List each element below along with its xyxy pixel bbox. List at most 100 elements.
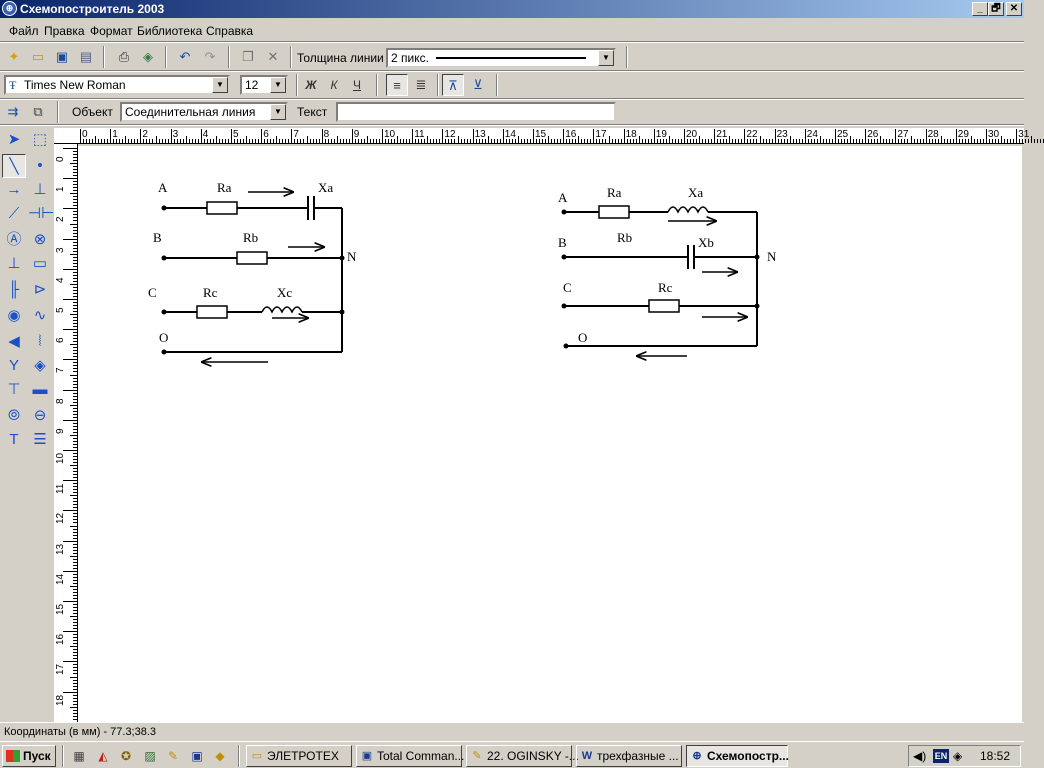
volume-icon[interactable]: ◀): [913, 749, 927, 763]
rectifier-tool-icon[interactable]: ◈: [34, 357, 46, 374]
node-tool-icon[interactable]: •: [37, 157, 43, 174]
task-oginsky[interactable]: ✎ 22. OGINSKY -...: [466, 745, 579, 767]
drawing-canvas[interactable]: A Ra Xa B Rb N C Rc Xc O A Ra Xa B Rb Xb…: [78, 146, 1022, 722]
battery-tool-icon[interactable]: ╟: [8, 281, 20, 298]
close-button[interactable]: ✕: [1006, 2, 1022, 16]
generator-tool-icon[interactable]: ⦾: [7, 407, 20, 424]
chevron-down-icon[interactable]: ▼: [598, 50, 614, 66]
redo-icon[interactable]: ↷: [204, 49, 216, 64]
save-icon[interactable]: ▣: [55, 49, 69, 64]
diode-tool-icon[interactable]: ⊳: [33, 281, 47, 298]
task-schemebuilder[interactable]: ⊕ Схемопостр...: [686, 745, 789, 767]
ruler-tick: [363, 139, 365, 143]
chevron-down-icon[interactable]: ▼: [270, 104, 286, 120]
select-rectangle-tool-icon[interactable]: ⬚: [32, 131, 48, 148]
align-left-icon[interactable]: ≡: [386, 74, 408, 96]
task-word-document[interactable]: W трехфазные ...: [576, 745, 682, 767]
ruler-tick: [73, 622, 77, 624]
ruler-tick: [73, 317, 77, 319]
italic-button[interactable]: К: [330, 78, 338, 92]
menu-library[interactable]: Библиотека: [137, 24, 203, 38]
font-name-select[interactable]: Ŧ Times New Roman ▼: [4, 75, 230, 95]
print-icon[interactable]: ⎙: [118, 49, 130, 64]
line-width-select[interactable]: 2 пикс. ▼: [386, 48, 616, 68]
object-properties-icon[interactable]: ⇉: [7, 104, 19, 119]
table-tool-icon[interactable]: ☰: [33, 431, 47, 448]
show-desktop-icon[interactable]: ▦: [73, 749, 85, 763]
app-icon[interactable]: ⊕: [2, 1, 17, 16]
pointer-tool-icon[interactable]: ➤: [7, 131, 21, 148]
block-tool-icon[interactable]: ▬: [32, 381, 48, 398]
floppy-icon[interactable]: ▣: [191, 749, 203, 763]
ruler-tick: [684, 129, 685, 143]
chevron-down-icon[interactable]: ▼: [270, 77, 286, 93]
language-indicator[interactable]: EN: [933, 749, 949, 763]
window-title: Схемопостроитель 2003: [20, 2, 165, 16]
task-total-commander[interactable]: ▣ Total Comman...: [356, 745, 464, 767]
object-group-icon[interactable]: ⧉: [33, 104, 43, 119]
text-input[interactable]: [336, 102, 616, 122]
switch-tool-icon[interactable]: ⟋: [8, 205, 20, 222]
pdf-icon[interactable]: ◭: [98, 749, 108, 763]
ruler-tick: [70, 344, 77, 346]
menu-edit[interactable]: Правка: [44, 24, 85, 38]
ruler-tick: [63, 601, 77, 602]
maximize-button[interactable]: 🗗: [988, 2, 1004, 16]
ruler-tick: [140, 129, 142, 143]
ruler-tick: [418, 139, 420, 143]
ruler-tick: [351, 129, 353, 143]
arrow-tool-icon[interactable]: →: [6, 181, 22, 198]
underline-button[interactable]: Ч: [353, 78, 361, 92]
font-size-select[interactable]: 12 ▼: [240, 75, 288, 95]
capacitor-tool-icon[interactable]: ⊣⊢: [28, 205, 55, 222]
ruler-tick: [732, 139, 734, 143]
fuse-tool-icon[interactable]: ⊥: [7, 255, 21, 272]
align-right-icon[interactable]: ≣: [415, 77, 427, 92]
ruler-tick: [937, 139, 939, 143]
minimize-button[interactable]: _: [972, 2, 988, 16]
meter-tool-icon[interactable]: ⊖: [33, 407, 47, 424]
start-button[interactable]: Пуск: [2, 745, 56, 767]
text-position-top-icon[interactable]: ⊼: [442, 74, 464, 96]
start-label: Пуск: [23, 749, 51, 763]
save-as-icon[interactable]: ▤: [79, 49, 93, 64]
ammeter-tool-icon[interactable]: Ⓐ: [6, 231, 22, 248]
network-icon[interactable]: ◈: [953, 749, 963, 763]
contact-tool-icon[interactable]: ⊤: [7, 381, 21, 398]
inductor-tool-icon[interactable]: ∿: [33, 307, 47, 324]
print-preview-icon[interactable]: ◈: [143, 49, 153, 64]
speaker-tool-icon[interactable]: ◀: [8, 333, 20, 350]
ruler-tick: [80, 129, 81, 143]
antenna-tool-icon[interactable]: Y: [8, 357, 19, 374]
undo-icon[interactable]: ↶: [179, 49, 191, 64]
ruler-tick: [925, 129, 927, 143]
schematic-drawing: [161, 146, 760, 722]
pencil-icon[interactable]: ✎: [167, 749, 179, 763]
motor-tool-icon[interactable]: ◉: [7, 307, 21, 324]
line-tool-icon[interactable]: ╲: [2, 154, 26, 178]
transformer-tool-icon[interactable]: ⦚: [38, 333, 42, 350]
delete-icon[interactable]: ✕: [267, 49, 279, 64]
chevron-down-icon[interactable]: ▼: [212, 77, 228, 93]
new-file-icon[interactable]: ✦: [8, 49, 20, 64]
lamp-tool-icon[interactable]: ⊗: [33, 231, 47, 248]
bold-button[interactable]: Ж: [305, 78, 317, 92]
copy-icon[interactable]: ❐: [242, 49, 254, 64]
text-position-bottom-icon[interactable]: ⊻: [473, 77, 483, 92]
text-tool-icon[interactable]: T: [9, 431, 19, 448]
menu-file[interactable]: Файл: [9, 24, 39, 38]
open-folder-icon[interactable]: ▭: [31, 49, 45, 64]
toolbar-separator: [626, 46, 628, 68]
ruler-tick: [73, 271, 77, 273]
task-eletrotekh[interactable]: ▭ ЭЛЕТРОТЕХ: [246, 745, 352, 767]
ground-tool-icon[interactable]: ⊥: [33, 181, 47, 198]
menu-format[interactable]: Формат: [90, 24, 133, 38]
quicklaunch-app-icon[interactable]: ✪: [120, 749, 132, 763]
object-select[interactable]: Соединительная линия ▼: [120, 102, 288, 122]
archive-icon[interactable]: ◆: [215, 749, 225, 763]
image-viewer-icon[interactable]: ▨: [144, 749, 156, 763]
ruler-tick: [430, 139, 432, 143]
resistor-tool-icon[interactable]: ▭: [32, 255, 48, 272]
ruler-tick: [412, 129, 414, 143]
menu-help[interactable]: Справка: [206, 24, 254, 38]
